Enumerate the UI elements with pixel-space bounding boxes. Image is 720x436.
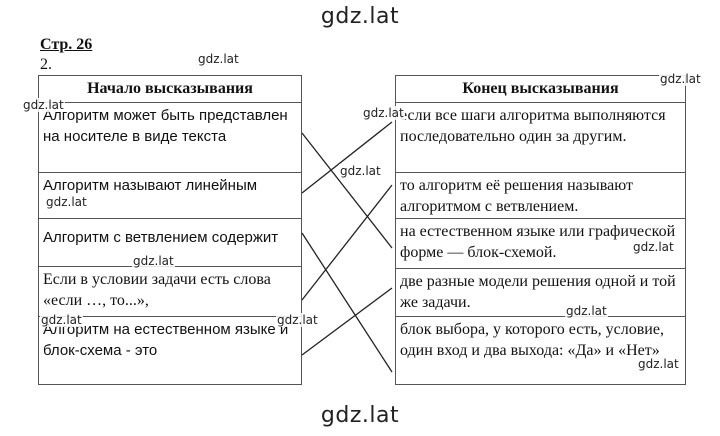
match-line-4 bbox=[301, 184, 393, 301]
left-item-3-text: Алгоритм с ветвлением содержит bbox=[43, 229, 279, 246]
watermark-5: gdz.lat bbox=[339, 164, 382, 178]
site-header-watermark: gdz.lat bbox=[320, 4, 400, 29]
match-line-2 bbox=[301, 121, 393, 194]
right-table-header: Конец высказывания bbox=[396, 76, 685, 103]
left-item-4: Если в условии задачи есть слова «если …… bbox=[39, 267, 301, 317]
right-item-5-text: блок выбора, у которого есть, условие, о… bbox=[400, 321, 664, 359]
right-item-4: две разные модели решения одной и той же… bbox=[396, 269, 685, 317]
match-line-3 bbox=[301, 232, 393, 373]
watermark-9: gdz.lat bbox=[565, 304, 608, 318]
right-item-3: на естественном языке или графической фо… bbox=[396, 219, 685, 269]
watermark-11: gdz.lat bbox=[276, 313, 319, 327]
right-item-1-text: если все шаги алгоритма выполняются посл… bbox=[400, 107, 666, 145]
watermark-6: gdz.lat bbox=[45, 195, 88, 209]
right-item-5: блок выбора, у которого есть, условие, о… bbox=[396, 317, 685, 383]
watermark-2: gdz.lat bbox=[659, 72, 702, 86]
left-item-5-text: Алгоритм на естественном языке и блок-сх… bbox=[43, 321, 289, 359]
right-item-4-text: две разные модели решения одной и той же… bbox=[400, 273, 676, 311]
watermark-1: gdz.lat bbox=[197, 52, 240, 66]
left-item-2: Алгоритм называют линейным bbox=[39, 173, 301, 219]
left-table-header: Начало высказывания bbox=[39, 76, 301, 103]
watermark-8: gdz.lat bbox=[132, 254, 175, 268]
site-footer-watermark: gdz.lat bbox=[320, 403, 400, 428]
match-line-1 bbox=[301, 132, 393, 249]
right-item-2-text: то алгоритм её решения называют алгоритм… bbox=[400, 177, 633, 215]
watermark-10: gdz.lat bbox=[40, 313, 83, 327]
left-table: Начало высказывания Алгоритм может быть … bbox=[38, 75, 302, 385]
task-number: 2. bbox=[40, 56, 52, 73]
watermark-7: gdz.lat bbox=[632, 240, 675, 254]
left-item-2-text: Алгоритм называют линейным bbox=[43, 177, 258, 194]
right-table: Конец высказывания если все шаги алгорит… bbox=[395, 75, 686, 385]
right-item-1: если все шаги алгоритма выполняются посл… bbox=[396, 103, 685, 173]
right-item-2: то алгоритм её решения называют алгоритм… bbox=[396, 173, 685, 219]
left-item-4-text: Если в условии задачи есть слова «если …… bbox=[43, 271, 271, 309]
left-item-1-text: Алгоритм может быть представлен на носит… bbox=[43, 107, 288, 145]
watermark-12: gdz.lat bbox=[637, 357, 680, 371]
right-item-3-text: на естественном языке или графической фо… bbox=[400, 223, 676, 261]
page-reference: Стр. 26 bbox=[40, 36, 93, 53]
watermark-4: gdz.lat bbox=[362, 106, 405, 120]
watermark-3: gdz.lat bbox=[22, 98, 65, 112]
left-item-1: Алгоритм может быть представлен на носит… bbox=[39, 103, 301, 173]
match-line-5 bbox=[301, 287, 393, 356]
left-item-5: Алгоритм на естественном языке и блок-сх… bbox=[39, 317, 301, 383]
